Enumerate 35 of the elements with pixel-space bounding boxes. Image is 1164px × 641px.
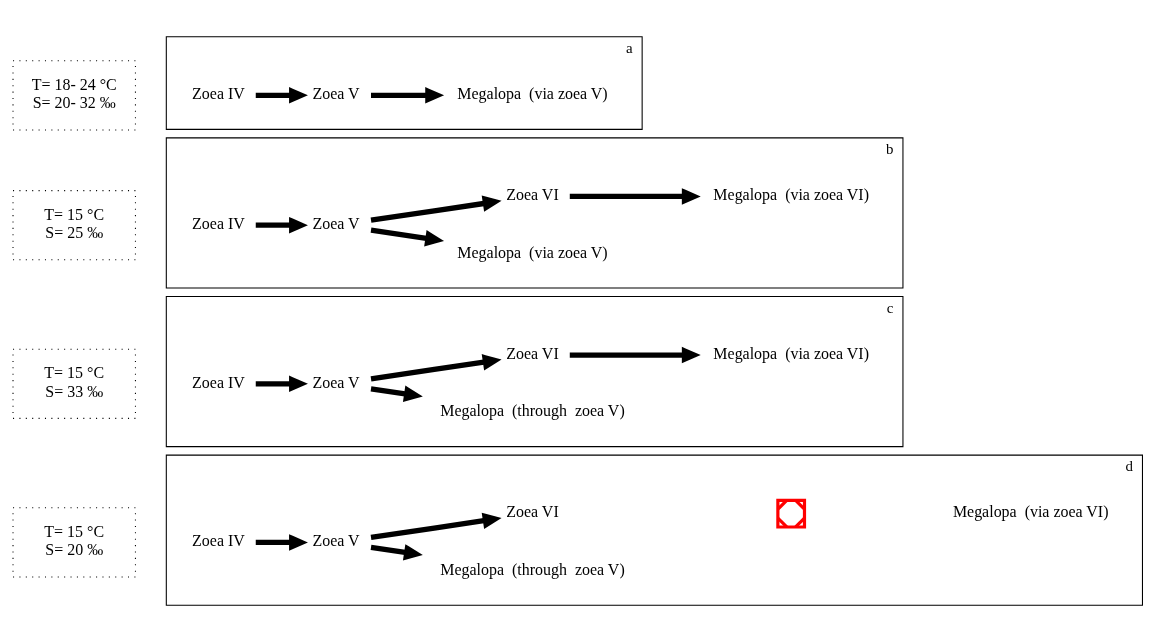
node-box: T= 18- 24 °C S= 20- 32 ‰ [12,59,136,130]
arrow [255,86,308,104]
arrow [370,227,445,246]
node-box: T= 15 °C S= 25 ‰ [12,189,136,260]
arrow [370,194,502,223]
node-text: Megalopa (via zoea VI) [713,185,869,203]
arrow [370,385,423,402]
arrow [255,533,308,551]
node-text: Megalopa (via zoea V) [457,84,608,102]
node-text: Zoea V [312,214,360,232]
arrow [370,543,423,560]
arrow [569,187,701,205]
node-text: Zoea VI [506,502,559,520]
node-text: Zoea VI [506,344,559,362]
node-text: Megalopa (via zoea V) [457,243,608,261]
node-text: Zoea V [312,531,360,549]
node-text: Megalopa (through zoea V) [440,560,625,578]
node-text: Zoea V [312,373,360,391]
arrow [370,512,502,540]
node-text: Zoea IV [192,84,245,102]
arrow [569,346,701,363]
arrow [371,86,445,104]
node-text: Zoea IV [192,214,245,232]
node-text: Megalopa (through zoea V) [440,401,625,419]
node-box: T= 15 °C S= 33 ‰ [12,348,136,419]
node-text: Megalopa (via zoea VI) [952,502,1109,520]
arrow [255,375,308,392]
node-text: Zoea V [312,84,360,102]
node-text: Zoea IV [192,531,245,549]
arrow [255,216,308,233]
node-text: Zoea VI [506,185,559,203]
arrow [370,353,502,381]
node-box: T= 15 °C S= 20 ‰ [12,506,136,578]
node-text: Zoea IV [192,373,245,391]
node-text: Megalopa (via zoea VI) [713,344,869,362]
